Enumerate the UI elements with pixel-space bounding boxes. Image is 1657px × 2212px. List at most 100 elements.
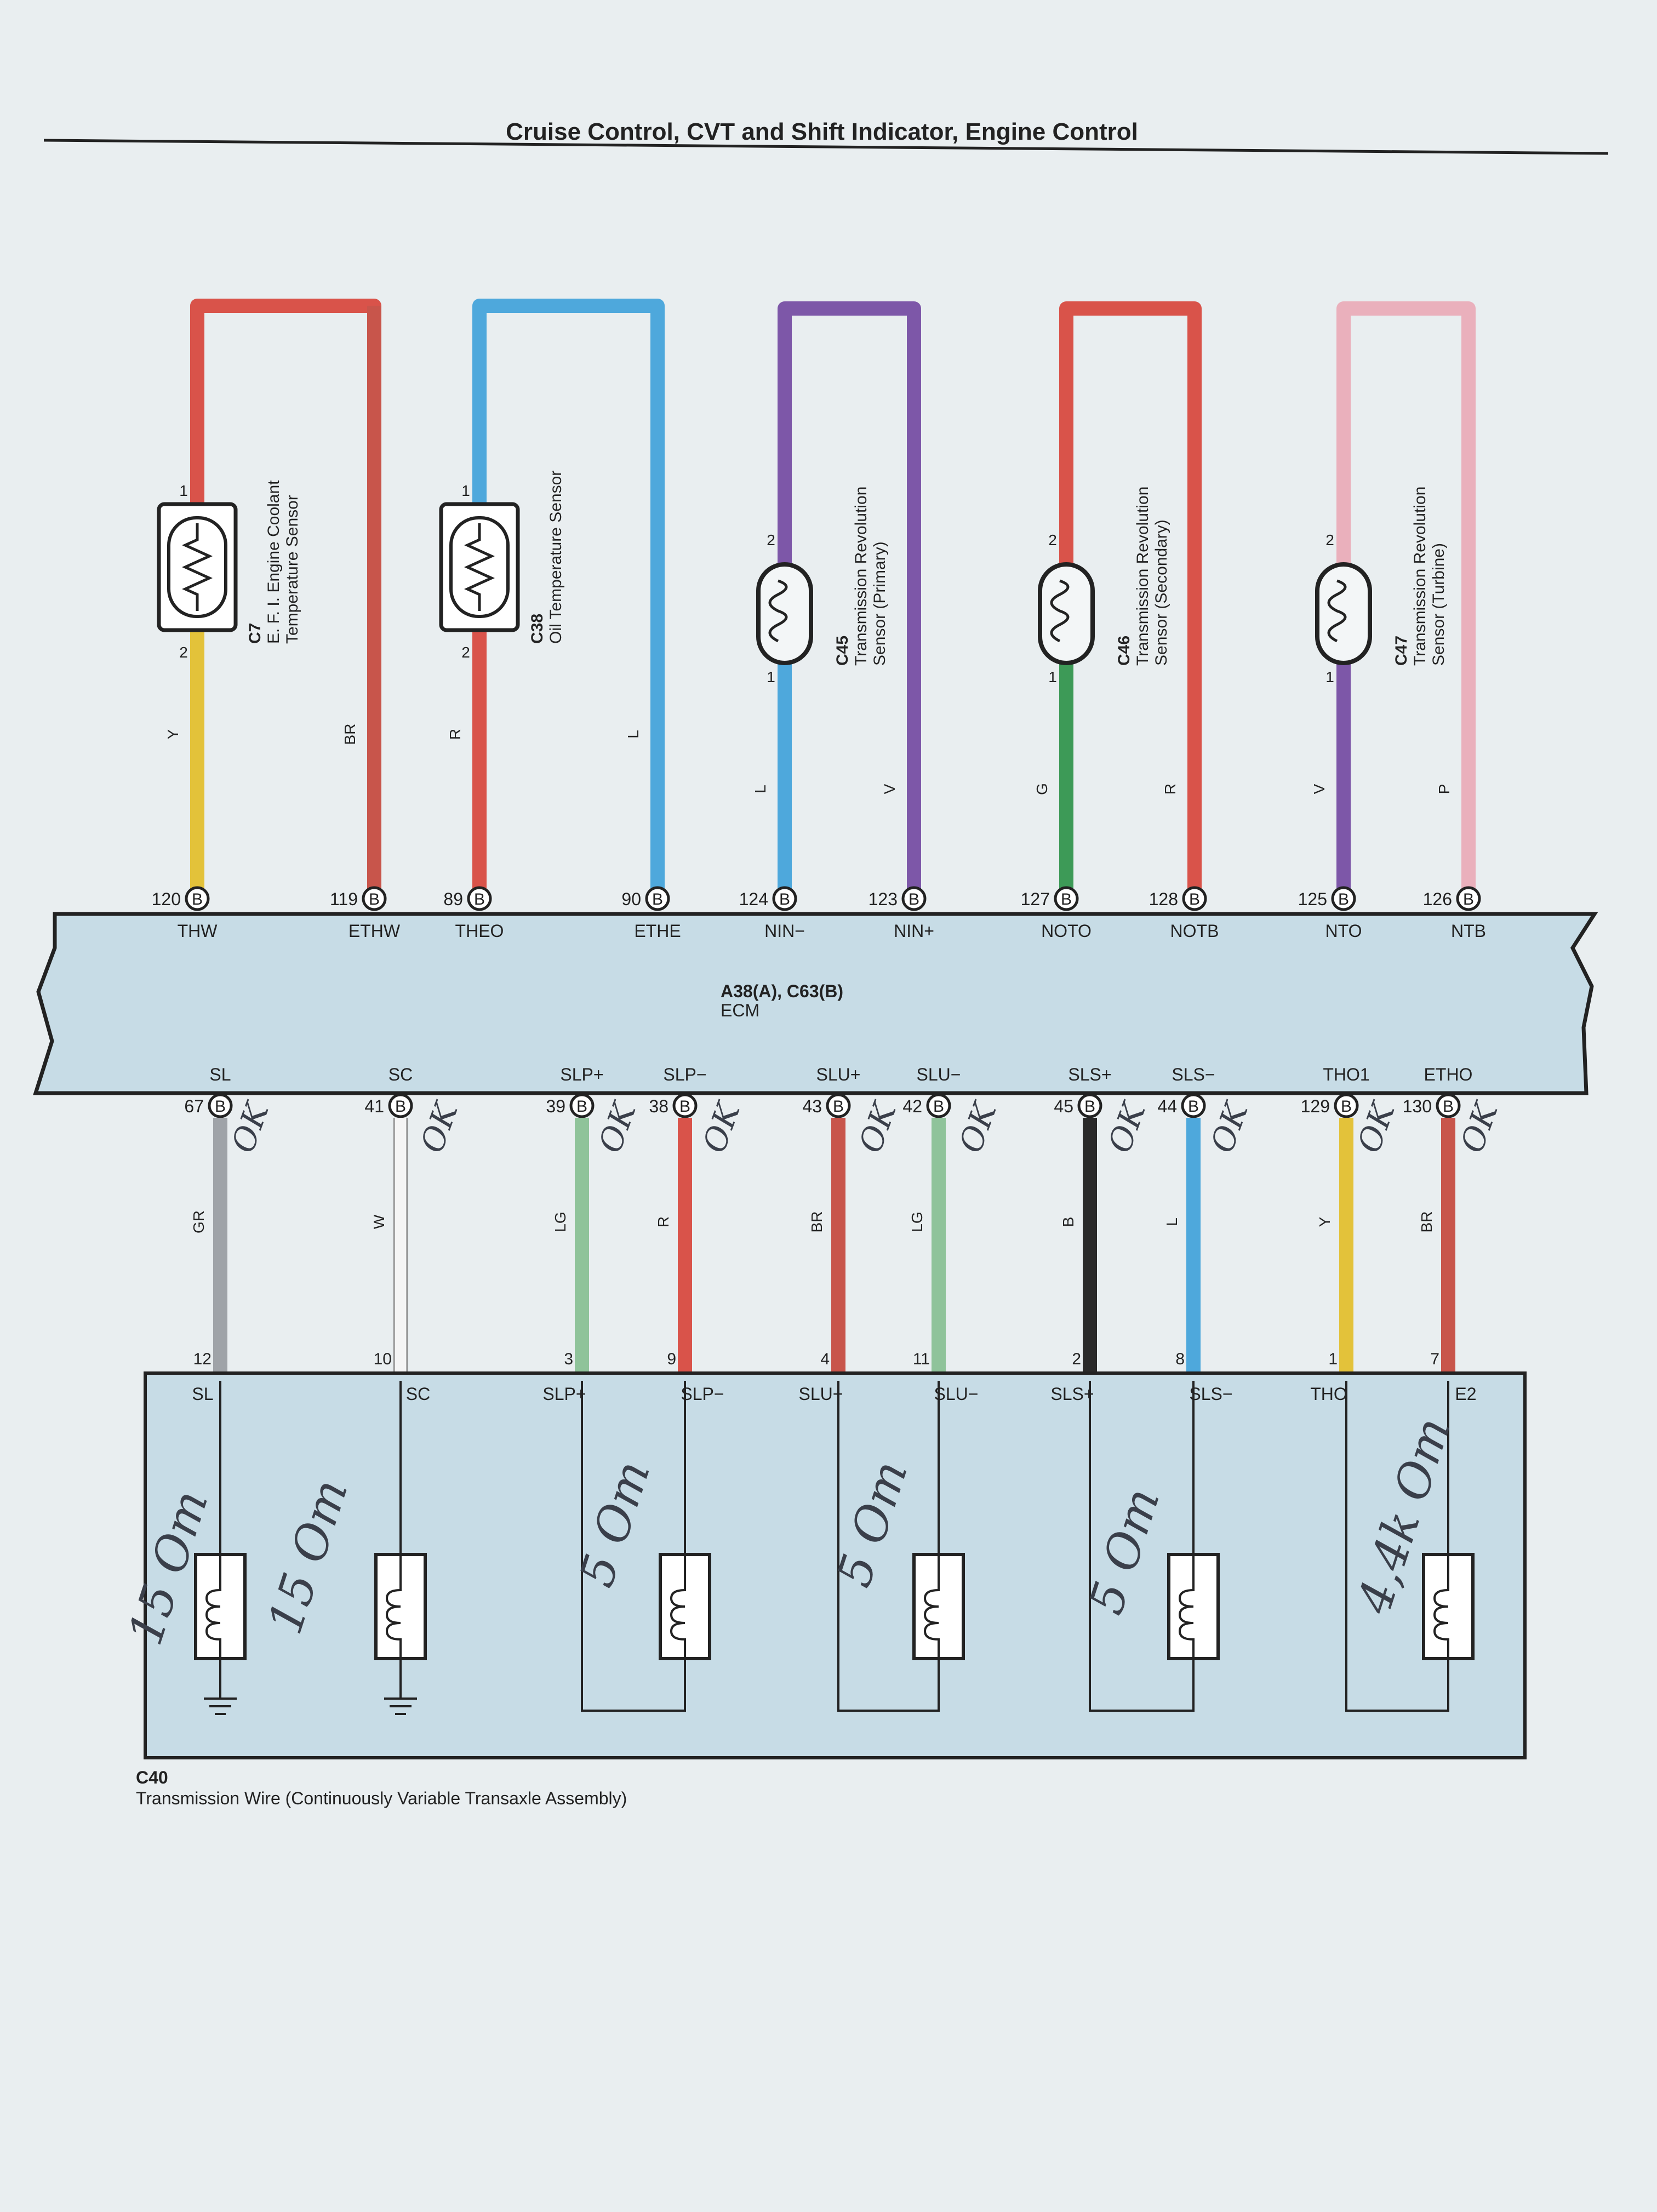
connector-pin-circle-letter: B [833,1098,844,1116]
sensor-name: Sensor (Primary) [871,541,889,666]
pin-name: THW [178,921,218,941]
pin-number: 1 [1328,1350,1338,1368]
harness-wire-9: BR7 [1418,1118,1455,1373]
solenoid-coil [670,1554,686,1659]
harness-wire-7: L8 [1163,1118,1201,1373]
connector-pin-circle-letter: B [779,890,790,908]
sensor-code: C7 [246,623,264,644]
sensor-name: Transmission Revolution [1411,487,1429,666]
c40-loop-slp [581,1381,686,1712]
pin-number: 2 [1048,531,1057,548]
pin-number: 1 [461,482,470,499]
sensor-name: E. F. I. Engine Coolant [265,480,283,644]
sensor-code: C45 [833,636,852,666]
coil-winding [1327,579,1347,643]
pin-number: 129 [1301,1096,1330,1116]
wire-color-code: LG [909,1211,925,1232]
pin-name: ETHO [1424,1065,1473,1084]
connector-pin-circle [362,886,387,911]
connector-pin-circle-letter: B [215,1098,226,1116]
wire-color-code: BR [1418,1211,1435,1233]
pin-name: SLP− [663,1065,706,1084]
solenoid-sls [1167,1553,1220,1660]
c40-pin-name: SL [192,1384,213,1404]
pin-name: THEO [455,921,504,941]
c40-pin-name: SLS− [1189,1384,1232,1404]
pin-name: NIN+ [894,921,934,941]
connector-pin-circle [1436,1093,1461,1118]
connector-pin-circle-letter: B [192,890,203,908]
pin-name: SLS+ [1068,1065,1111,1084]
harness-wire-4: BR4 [808,1118,845,1373]
pin-number: 1 [1325,668,1334,685]
solenoid-coil [1433,1554,1449,1659]
pin-name: NTB [1451,921,1486,941]
connector-pin-circle [467,886,492,911]
pin-number: 12 [193,1350,212,1368]
wire-color-code: L [752,785,769,793]
top-loop-wire [1336,301,1476,899]
pin-name: NTO [1325,921,1362,941]
connector-pin-circle [185,886,210,911]
coil-winding [1050,579,1070,643]
connector-pin-circle-letter: B [1463,890,1474,908]
pin-number: 2 [461,644,470,661]
c40-pin-name: THO [1310,1384,1347,1404]
c40-loop-tho [1345,1381,1449,1712]
pin-number: 45 [1054,1096,1073,1116]
connector-pin-circle-letter: B [474,890,485,908]
wire-color-code: L [625,730,642,739]
pin-number: 42 [902,1096,922,1116]
connector-pin-circle-letter: B [933,1098,944,1116]
ecm-bottom-pin-39: SLP+B39 [546,1065,604,1118]
ecm-box [33,912,1598,1095]
pin-name: SL [209,1065,231,1084]
pin-name: ETHW [348,921,401,941]
wire-color-code: R [447,729,464,740]
solenoid-coil [205,1554,221,1659]
pin-name: SLU− [917,1065,961,1084]
connector-pin-circle [1456,886,1481,911]
c40-name: Transmission Wire (Continuously Variable… [136,1788,627,1808]
thermistor-box [439,502,520,632]
thermistor-icon [167,516,227,618]
connector-pin-circle-letter: B [1189,890,1200,908]
connector-pin-circle [208,1093,233,1118]
sensor-code: C38 [528,614,546,644]
connector-pin-circle-letter: B [679,1098,690,1116]
sensor-name: Transmission Revolution [852,487,870,666]
ground-sc [384,1682,417,1715]
pin-number: 2 [179,644,188,661]
connector-pin-circle [388,1093,413,1118]
c40-pin-name: SLP− [681,1384,724,1404]
title-rule [43,139,1609,155]
pin-number: 124 [739,889,768,909]
connector-pin-circle [1182,886,1207,911]
pin-number: 43 [802,1096,822,1116]
wire-color-code: Y [164,729,181,739]
harness-wire-2: LG3 [552,1118,589,1373]
connector-pin-circle-letter: B [576,1098,587,1116]
connector-pin-circle [1334,1093,1359,1118]
pin-name: NOTO [1041,921,1092,941]
solenoid-sl [194,1553,247,1660]
c40-pin-name: SLS+ [1050,1384,1094,1404]
wire-color-code: BR [341,724,358,745]
harness-wire-3: R9 [655,1118,692,1373]
pin-number: 1 [1048,668,1057,685]
sensor-code: C46 [1115,636,1133,666]
c40-code: C40 [136,1768,168,1787]
sensor-name: Sensor (Turbine) [1430,543,1448,666]
connector-pin-circle [1181,1093,1206,1118]
solenoid-slp [659,1553,711,1660]
coil-winding [768,579,788,643]
